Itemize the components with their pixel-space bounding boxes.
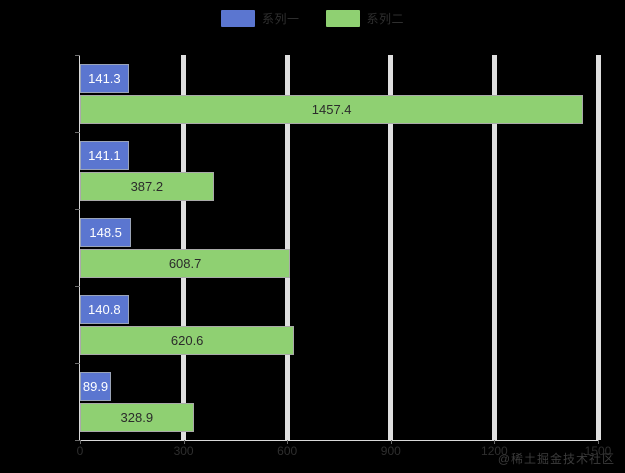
bar-group: 140.8 620.6 [80,286,598,363]
y-axis-line [79,55,80,440]
legend-item-series-1[interactable]: 系列一 [220,9,300,27]
x-tick-label: 0 [76,444,84,458]
legend-swatch-series-1 [220,9,255,27]
bar-value-label: 141.1 [88,147,121,163]
legend-label-series-2: 系列二 [366,11,405,26]
bar-group: 141.3 1457.4 [80,55,598,132]
legend-swatch-series-2 [325,9,360,27]
x-tick-label: 1500 [584,444,612,458]
gridline [595,55,601,440]
bar-value-label: 387.2 [130,178,164,194]
watermark: @稀土掘金技术社区 [497,452,615,466]
y-tick-mark [75,132,80,133]
gridline [491,55,497,440]
bar-series-1[interactable]: 89.9 [80,371,112,401]
bar-series-2[interactable]: 1457.4 [80,94,584,124]
x-tick-mark [287,440,289,444]
gridline [181,55,187,440]
bar-value-label: 89.9 [82,378,109,394]
y-tick-mark [75,363,80,364]
bar-group: 141.1 387.2 [80,132,598,209]
bar-series-1[interactable]: 141.3 [80,63,129,93]
legend-item-series-2[interactable]: 系列二 [325,9,405,27]
bar-series-2[interactable]: 608.7 [80,248,291,278]
bar-series-1[interactable]: 148.5 [80,217,132,247]
bar-series-2[interactable]: 620.6 [80,325,295,355]
x-tick-mark [80,440,81,444]
bar-value-label: 140.8 [88,301,121,317]
x-tick-mark [183,440,185,444]
x-axis-line [79,440,598,441]
y-tick-mark [75,286,80,287]
x-tick-label: 900 [380,444,401,458]
x-tick-mark [390,440,392,444]
bar-series-2[interactable]: 387.2 [80,171,214,201]
plot-area: 141.3 1457.4 141.1 387.2 148.5 608.7 140.8 620.… [75,55,611,458]
x-tick-label: 300 [173,444,194,458]
chart-legend: 系列一 系列二 [0,6,625,30]
bar-value-label: 148.5 [89,224,122,240]
bar-value-label: 608.7 [168,255,202,271]
y-tick-mark [75,440,80,441]
y-tick-mark [75,55,80,56]
x-tick-mark [598,440,599,444]
x-tick-label: 1200 [481,444,508,458]
bar-group: 148.5 608.7 [80,209,598,286]
x-tick-label: 600 [277,444,298,458]
gridline [388,55,394,440]
legend-label-series-1: 系列一 [261,11,300,26]
y-tick-mark [75,209,80,210]
bar-series-2[interactable]: 328.9 [80,402,194,432]
bar-series-1[interactable]: 141.1 [80,140,129,170]
x-tick-mark [494,440,496,444]
bar-value-label: 328.9 [120,409,154,425]
bar-series-1[interactable]: 140.8 [80,294,129,324]
bar-value-label: 141.3 [88,70,121,86]
bar-value-label: 620.6 [170,332,204,348]
bar-value-label: 1457.4 [311,101,352,117]
gridline [284,55,290,440]
bar-group: 89.9 328.9 [80,363,598,440]
